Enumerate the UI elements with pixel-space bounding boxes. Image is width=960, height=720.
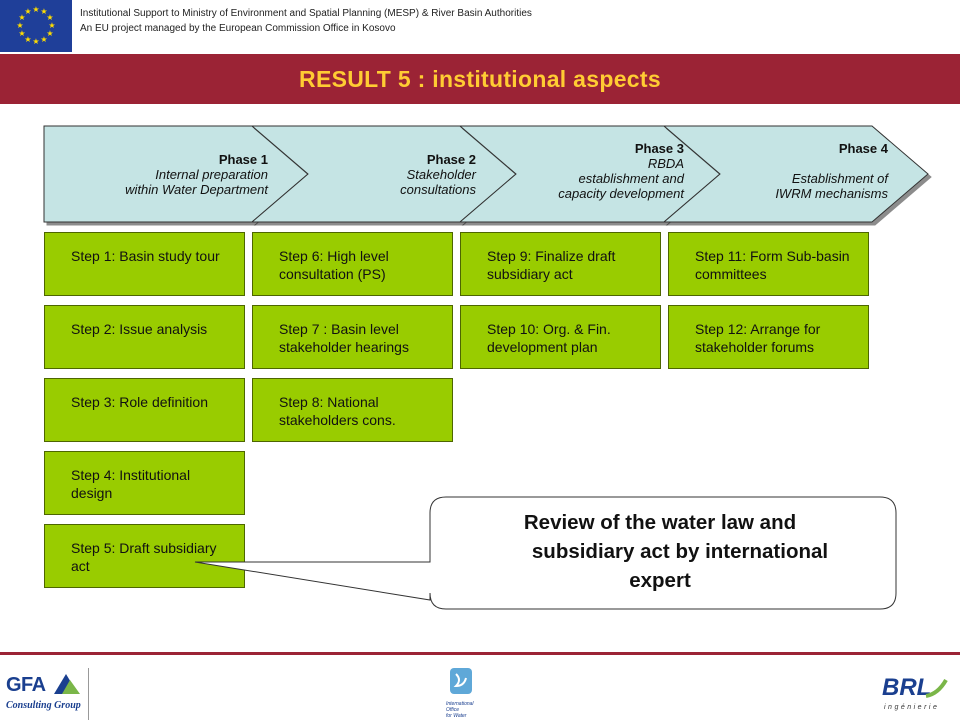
svg-text:★: ★ xyxy=(40,35,47,44)
svg-text:★: ★ xyxy=(32,5,39,14)
header-text: Institutional Support to Ministry of Env… xyxy=(80,6,532,36)
phase-4-name: Phase 4 xyxy=(838,141,888,156)
step-3-box: Step 3: Role definition xyxy=(44,378,245,442)
phase-3-desc-2: establishment and xyxy=(578,171,684,186)
svg-text:★: ★ xyxy=(46,13,53,22)
svg-text:★: ★ xyxy=(18,13,25,22)
phase-4-label: Phase 4 Establishment of IWRM mechanisms xyxy=(700,141,888,201)
step-11-box: Step 11: Form Sub-basin committees xyxy=(668,232,869,296)
step-4-box: Step 4: Institutional design xyxy=(44,451,245,515)
step-2-box: Step 2: Issue analysis xyxy=(44,305,245,369)
callout-text: Review of the water law and subsidiary a… xyxy=(430,508,890,595)
phase-3-desc-1: RBDA xyxy=(647,156,684,171)
gfa-logo: GFA Consulting Group xyxy=(0,668,90,720)
svg-text:★: ★ xyxy=(24,35,31,44)
title-bar xyxy=(0,54,960,104)
iow-logo: International Office for Water xyxy=(446,666,478,720)
iow-logo-line-1: International xyxy=(446,701,474,707)
svg-text:★: ★ xyxy=(48,21,55,30)
gfa-logo-name: GFA xyxy=(6,674,46,696)
iow-logo-line-2: Office xyxy=(446,707,460,713)
step-1-box: Step 1: Basin study tour xyxy=(44,232,245,296)
svg-text:★: ★ xyxy=(24,7,31,16)
callout-line-2: subsidiary act by international xyxy=(531,540,829,563)
step-9-box: Step 9: Finalize draft subsidiary act xyxy=(460,232,661,296)
phase-4-desc-1: Establishment of xyxy=(791,171,888,186)
phase-chevrons xyxy=(43,125,929,223)
phase-1-desc-1: Internal preparation xyxy=(155,167,268,182)
page-title: RESULT 5 : institutional aspects xyxy=(299,66,661,92)
gfa-logo-sub: Consulting Group xyxy=(6,700,81,711)
step-8-box: Step 8: National stakeholders cons. xyxy=(252,378,453,442)
phase-3-desc-3: capacity development xyxy=(558,186,684,201)
phase-1-label: Phase 1 Internal preparation within Wate… xyxy=(60,152,268,197)
phase-2-name: Phase 2 xyxy=(426,152,476,167)
svg-text:★: ★ xyxy=(32,37,39,46)
step-5-box: Step 5: Draft subsidiary act xyxy=(44,524,245,588)
svg-text:★: ★ xyxy=(18,29,25,38)
eu-flag-logo: ★ ★ ★ ★ ★ ★ ★ ★ ★ ★ ★ ★ xyxy=(0,0,72,52)
brl-logo-swoosh-icon xyxy=(925,678,948,698)
phase-2-desc-1: Stakeholder xyxy=(406,167,476,182)
gfa-logo-mark-icon xyxy=(54,674,80,694)
phase-2-label: Phase 2 Stakeholder consultations xyxy=(300,152,476,197)
footer-separator xyxy=(88,668,89,720)
brl-logo: BRL ingénierie xyxy=(880,672,952,720)
brl-logo-name: BRL xyxy=(882,674,932,701)
brl-logo-sub: ingénierie xyxy=(884,704,940,711)
step-6-box: Step 6: High level consultation (PS) xyxy=(252,232,453,296)
phase-4-desc-2: IWRM mechanisms xyxy=(775,186,888,201)
svg-text:★: ★ xyxy=(16,21,23,30)
step-10-box: Step 10: Org. & Fin. development plan xyxy=(460,305,661,369)
callout-line-3: expert xyxy=(629,569,691,592)
phase-1-name: Phase 1 xyxy=(218,152,268,167)
svg-text:★: ★ xyxy=(46,29,53,38)
callout-line-1: Review of the water law and xyxy=(523,511,797,534)
phase-2-desc-2: consultations xyxy=(400,182,476,197)
phase-1-desc-2: within Water Department xyxy=(125,182,268,197)
phase-4-chevron xyxy=(662,125,929,223)
step-12-box: Step 12: Arrange for stakeholder forums xyxy=(668,305,869,369)
svg-text:★: ★ xyxy=(40,7,47,16)
header-line-2: An EU project managed by the European Co… xyxy=(80,23,396,34)
step-7-box: Step 7 : Basin level stakeholder hearing… xyxy=(252,305,453,369)
iow-logo-mark-icon xyxy=(450,668,472,694)
footer-divider xyxy=(0,652,960,655)
iow-logo-line-3: for Water xyxy=(446,713,467,719)
phase-3-label: Phase 3 RBDA establishment and capacity … xyxy=(500,141,684,201)
phase-3-name: Phase 3 xyxy=(634,141,684,156)
header-line-1: Institutional Support to Ministry of Env… xyxy=(80,8,532,19)
